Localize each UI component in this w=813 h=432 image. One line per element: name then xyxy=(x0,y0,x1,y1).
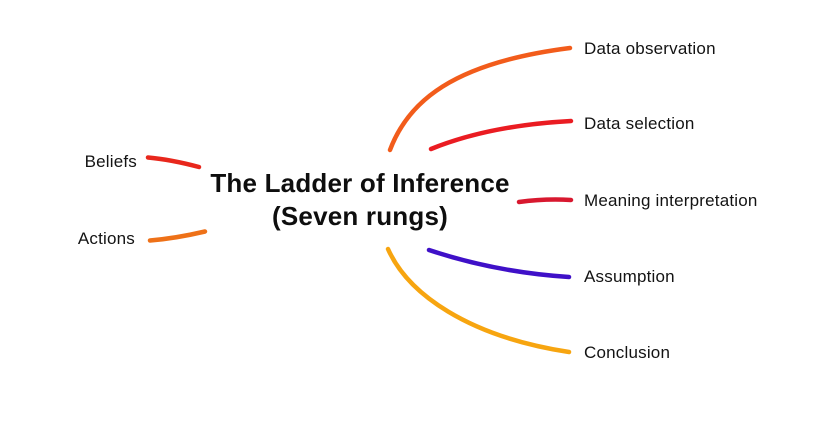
node-label-data-selection: Data selection xyxy=(584,114,695,133)
node-label-conclusion: Conclusion xyxy=(584,343,671,362)
central-topic-line2: (Seven rungs) xyxy=(272,201,448,231)
node-label-meaning-interpretation: Meaning interpretation xyxy=(584,191,758,210)
branch-line-data-selection xyxy=(428,118,574,152)
central-topic-line1: The Ladder of Inference xyxy=(210,168,510,198)
branch-line-beliefs xyxy=(145,155,202,170)
branch-line-conclusion xyxy=(385,246,572,355)
node-label-beliefs: Beliefs xyxy=(84,152,137,171)
node-label-assumption: Assumption xyxy=(584,267,675,286)
branch-line-data-observation xyxy=(387,45,573,153)
node-label-data-observation: Data observation xyxy=(584,39,716,58)
branch-line-actions xyxy=(147,229,208,243)
central-topic: The Ladder of Inference (Seven rungs) xyxy=(205,167,515,233)
branch-line-meaning-interpretation xyxy=(516,197,574,205)
branch-line-assumption xyxy=(426,247,572,280)
node-label-actions: Actions xyxy=(77,229,135,248)
